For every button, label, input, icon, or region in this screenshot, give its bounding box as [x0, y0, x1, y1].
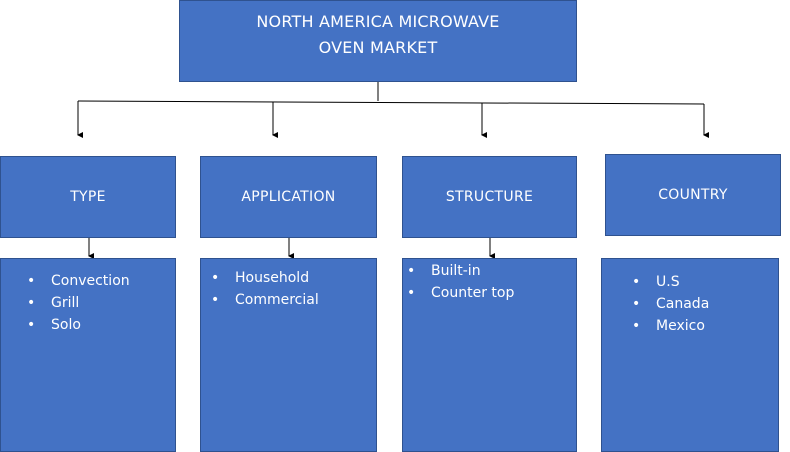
horizontal-bus-line — [77, 100, 705, 105]
category-label-structure: STRUCTURE — [445, 189, 534, 205]
list-item: Household — [211, 267, 319, 289]
category-label-country: COUNTRY — [658, 187, 728, 203]
list-item: Solo — [27, 314, 130, 336]
items-node-application: Household Commercial — [200, 258, 377, 452]
category-node-structure: STRUCTURE — [402, 156, 577, 238]
category-label-application: APPLICATION — [241, 189, 336, 205]
list-item: Mexico — [632, 315, 709, 337]
category-node-type: TYPE — [0, 156, 176, 238]
category-node-application: APPLICATION — [200, 156, 377, 238]
list-item: Counter top — [407, 282, 514, 304]
list-item: U.S — [632, 271, 709, 293]
root-node-title: NORTH AMERICA MICROWAVE OVEN MARKET — [256, 12, 500, 57]
list-item: Built-in — [407, 260, 514, 282]
list-item: Grill — [27, 292, 130, 314]
items-node-structure: Built-in Counter top — [402, 258, 577, 452]
list-item: Convection — [27, 270, 130, 292]
root-node-box: NORTH AMERICA MICROWAVE OVEN MARKET — [179, 0, 577, 82]
list-item: Commercial — [211, 289, 319, 311]
items-node-type: Convection Grill Solo — [0, 258, 176, 452]
category-label-type: TYPE — [70, 189, 106, 205]
items-node-country: U.S Canada Mexico — [601, 258, 779, 452]
list-item: Canada — [632, 293, 709, 315]
category-node-country: COUNTRY — [605, 154, 781, 236]
